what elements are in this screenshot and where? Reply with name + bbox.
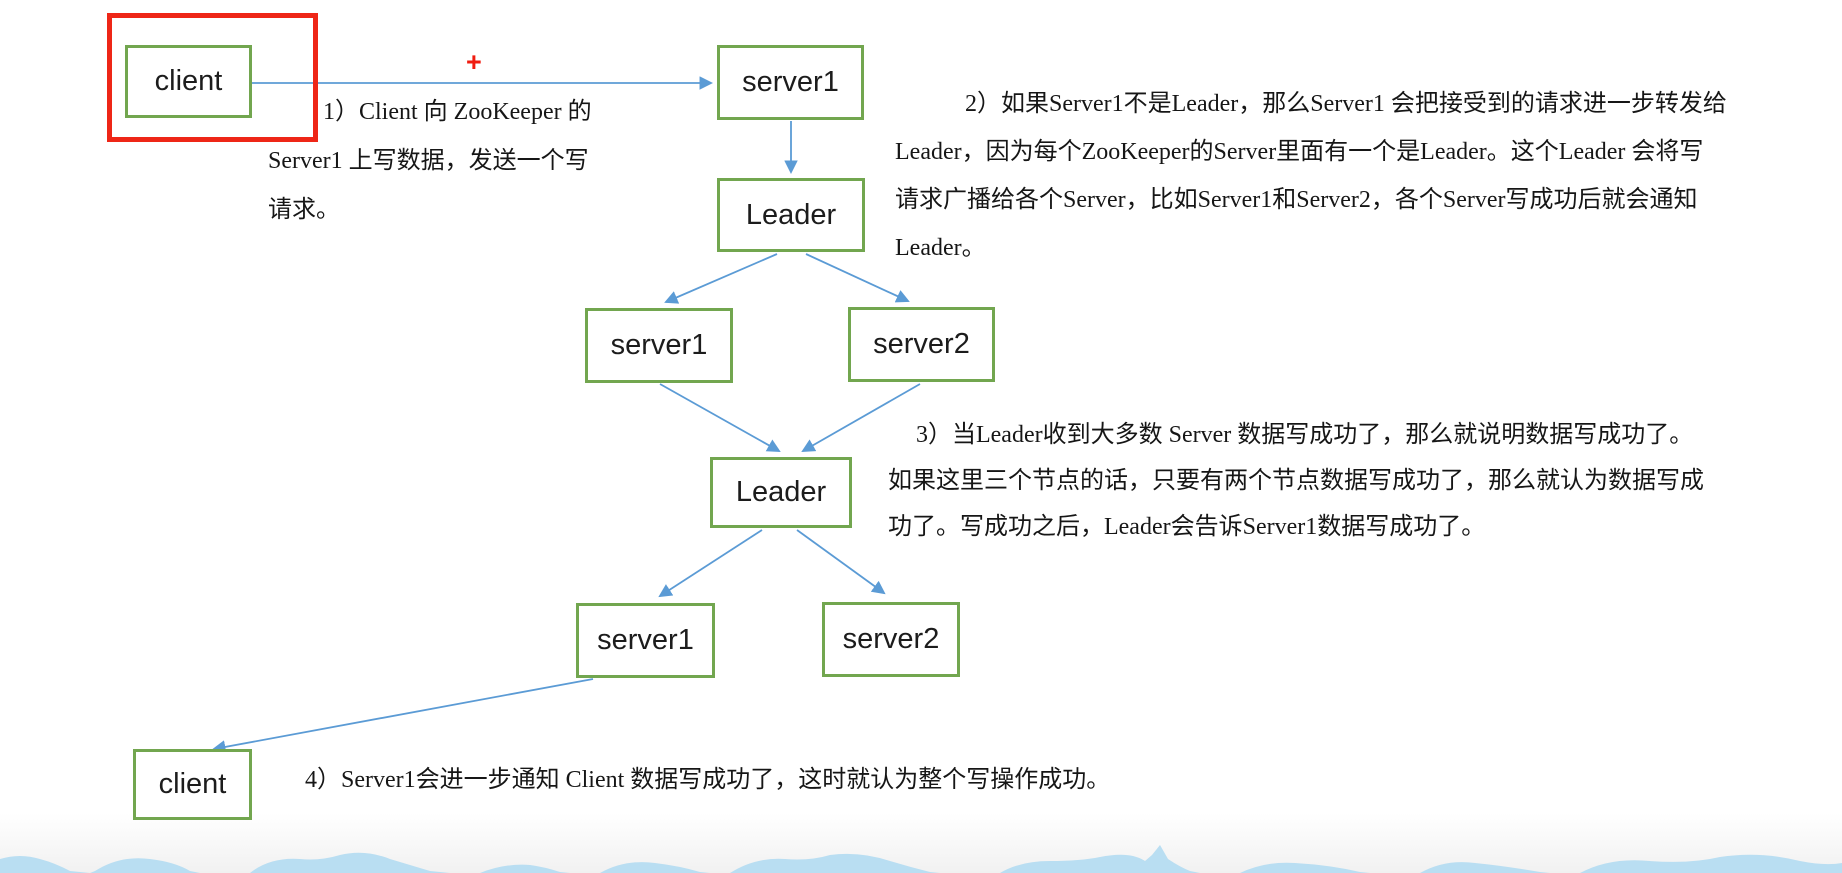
arrow-server1b-to-client: [212, 678, 594, 754]
arrow-server2m-to-leader2: [801, 383, 921, 453]
step-2-text: 2）如果Server1不是Leader，那么Server1 会把接受到的请求进一…: [895, 91, 1727, 261]
node-label: Leader: [735, 476, 827, 508]
node-leader-1: Leader: [717, 178, 865, 252]
arrow-leader1-to-server1m: [664, 253, 778, 304]
node-label: server1: [597, 624, 694, 656]
plus-marker: +: [466, 47, 482, 77]
node-label: client: [158, 768, 227, 800]
arrow-server1m-to-leader2: [659, 383, 781, 452]
arrow-leader1-to-server2m: [805, 253, 910, 303]
node-server2-bottom: server2: [822, 602, 960, 677]
step-3-text: 3）当Leader收到大多数 Server 数据写成功了，那么就说明数据写成功了…: [888, 422, 1704, 540]
step-4-text: 4）Server1会进一步通知 Client 数据写成功了，这时就认为整个写操作…: [305, 767, 1111, 793]
node-label: server2: [842, 623, 940, 655]
node-server2-mid: server2: [848, 307, 995, 382]
node-label: server2: [873, 328, 970, 360]
wave-shape: [0, 845, 1842, 873]
node-label: client: [154, 65, 223, 97]
node-label: Leader: [745, 198, 837, 231]
arrow-leader2-to-server1b: [658, 529, 763, 598]
highlight-rect: [107, 13, 318, 142]
wave-decoration: [0, 845, 1842, 873]
node-server1-mid: server1: [585, 308, 733, 383]
node-client-top: client: [125, 45, 252, 118]
node-server1-top: server1: [717, 45, 864, 120]
node-label: server1: [610, 329, 708, 361]
arrow-leader2-to-server2b: [796, 529, 886, 595]
step-1-text: 1）Client 向 ZooKeeper 的 Server1 上写数据，发送一个…: [268, 99, 592, 223]
node-server1-bottom: server1: [576, 603, 715, 678]
node-client-bottom: client: [133, 749, 252, 820]
node-label: server1: [742, 66, 839, 98]
node-leader-2: Leader: [710, 457, 852, 528]
